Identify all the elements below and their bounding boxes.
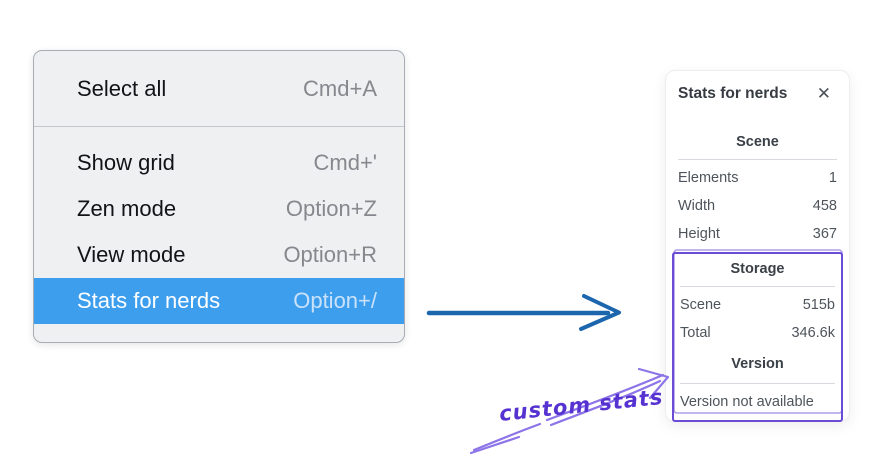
menu-item-view-mode[interactable]: View mode Option+R xyxy=(34,232,404,278)
section-heading-storage: Storage xyxy=(730,261,785,277)
context-menu: Select all Cmd+A Show grid Cmd+' Zen mod… xyxy=(33,50,405,343)
storage-section: Storage Scene 515b Total 346.6k xyxy=(680,260,835,347)
menu-item-zen-mode[interactable]: Zen mode Option+Z xyxy=(34,186,404,232)
menu-item-label: Select all xyxy=(77,76,167,101)
menu-item-shortcut: Cmd+' xyxy=(313,150,378,175)
stat-row-scene-storage: Scene 515b xyxy=(680,291,835,319)
menu-item-shortcut: Option+Z xyxy=(285,196,377,221)
annotation-text: custom stats xyxy=(498,385,664,426)
menu-item-shortcut: Cmd+A xyxy=(303,76,377,101)
stats-panel-title: Stats for nerds xyxy=(678,85,788,102)
custom-stats-highlight-box: Storage Scene 515b Total 346.6k Version … xyxy=(672,252,843,422)
stat-label: Scene xyxy=(680,297,722,313)
stat-row-elements: Elements 1 xyxy=(678,164,837,192)
menu-item-label: Show grid xyxy=(77,150,175,175)
stat-row-total-storage: Total 346.6k xyxy=(680,319,835,347)
scene-section: Scene Elements 1 Width 458 Height 367 xyxy=(678,133,837,248)
close-icon[interactable]: ✕ xyxy=(816,83,831,104)
stat-value: 458 xyxy=(812,198,837,214)
section-heading-version: Version xyxy=(731,356,784,372)
version-note: Version not available xyxy=(680,394,814,410)
stat-value: 1 xyxy=(828,170,837,186)
blue-arrow xyxy=(426,294,621,331)
section-divider xyxy=(678,159,837,160)
menu-item-shortcut: Option+R xyxy=(283,242,377,267)
purple-arrow-annotation xyxy=(469,367,670,455)
stat-value: 367 xyxy=(812,226,837,242)
menu-item-show-grid[interactable]: Show grid Cmd+' xyxy=(34,140,404,186)
menu-item-stats-for-nerds[interactable]: Stats for nerds Option+/ xyxy=(34,278,404,324)
stat-label: Total xyxy=(680,325,711,341)
version-section: Version Version not available xyxy=(680,355,835,416)
menu-item-label: Stats for nerds xyxy=(77,288,221,313)
menu-separator xyxy=(34,126,404,127)
section-divider xyxy=(680,286,835,287)
menu-item-label: Zen mode xyxy=(77,196,177,221)
stat-value: 346.6k xyxy=(791,325,835,341)
stat-label: Height xyxy=(678,226,720,242)
stat-label: Width xyxy=(678,198,716,214)
menu-item-label: View mode xyxy=(77,242,186,267)
stat-row-width: Width 458 xyxy=(678,192,837,220)
section-heading-scene: Scene xyxy=(736,134,779,150)
stat-value: 515b xyxy=(802,297,835,313)
stat-label: Elements xyxy=(678,170,739,186)
stats-panel: Stats for nerds ✕ Scene Elements 1 Width… xyxy=(665,70,850,422)
stats-panel-header: Stats for nerds ✕ xyxy=(678,83,837,105)
section-divider xyxy=(680,383,835,384)
menu-item-select-all[interactable]: Select all Cmd+A xyxy=(34,63,404,115)
stat-row-height: Height 367 xyxy=(678,220,837,248)
menu-item-shortcut: Option+/ xyxy=(293,288,377,313)
